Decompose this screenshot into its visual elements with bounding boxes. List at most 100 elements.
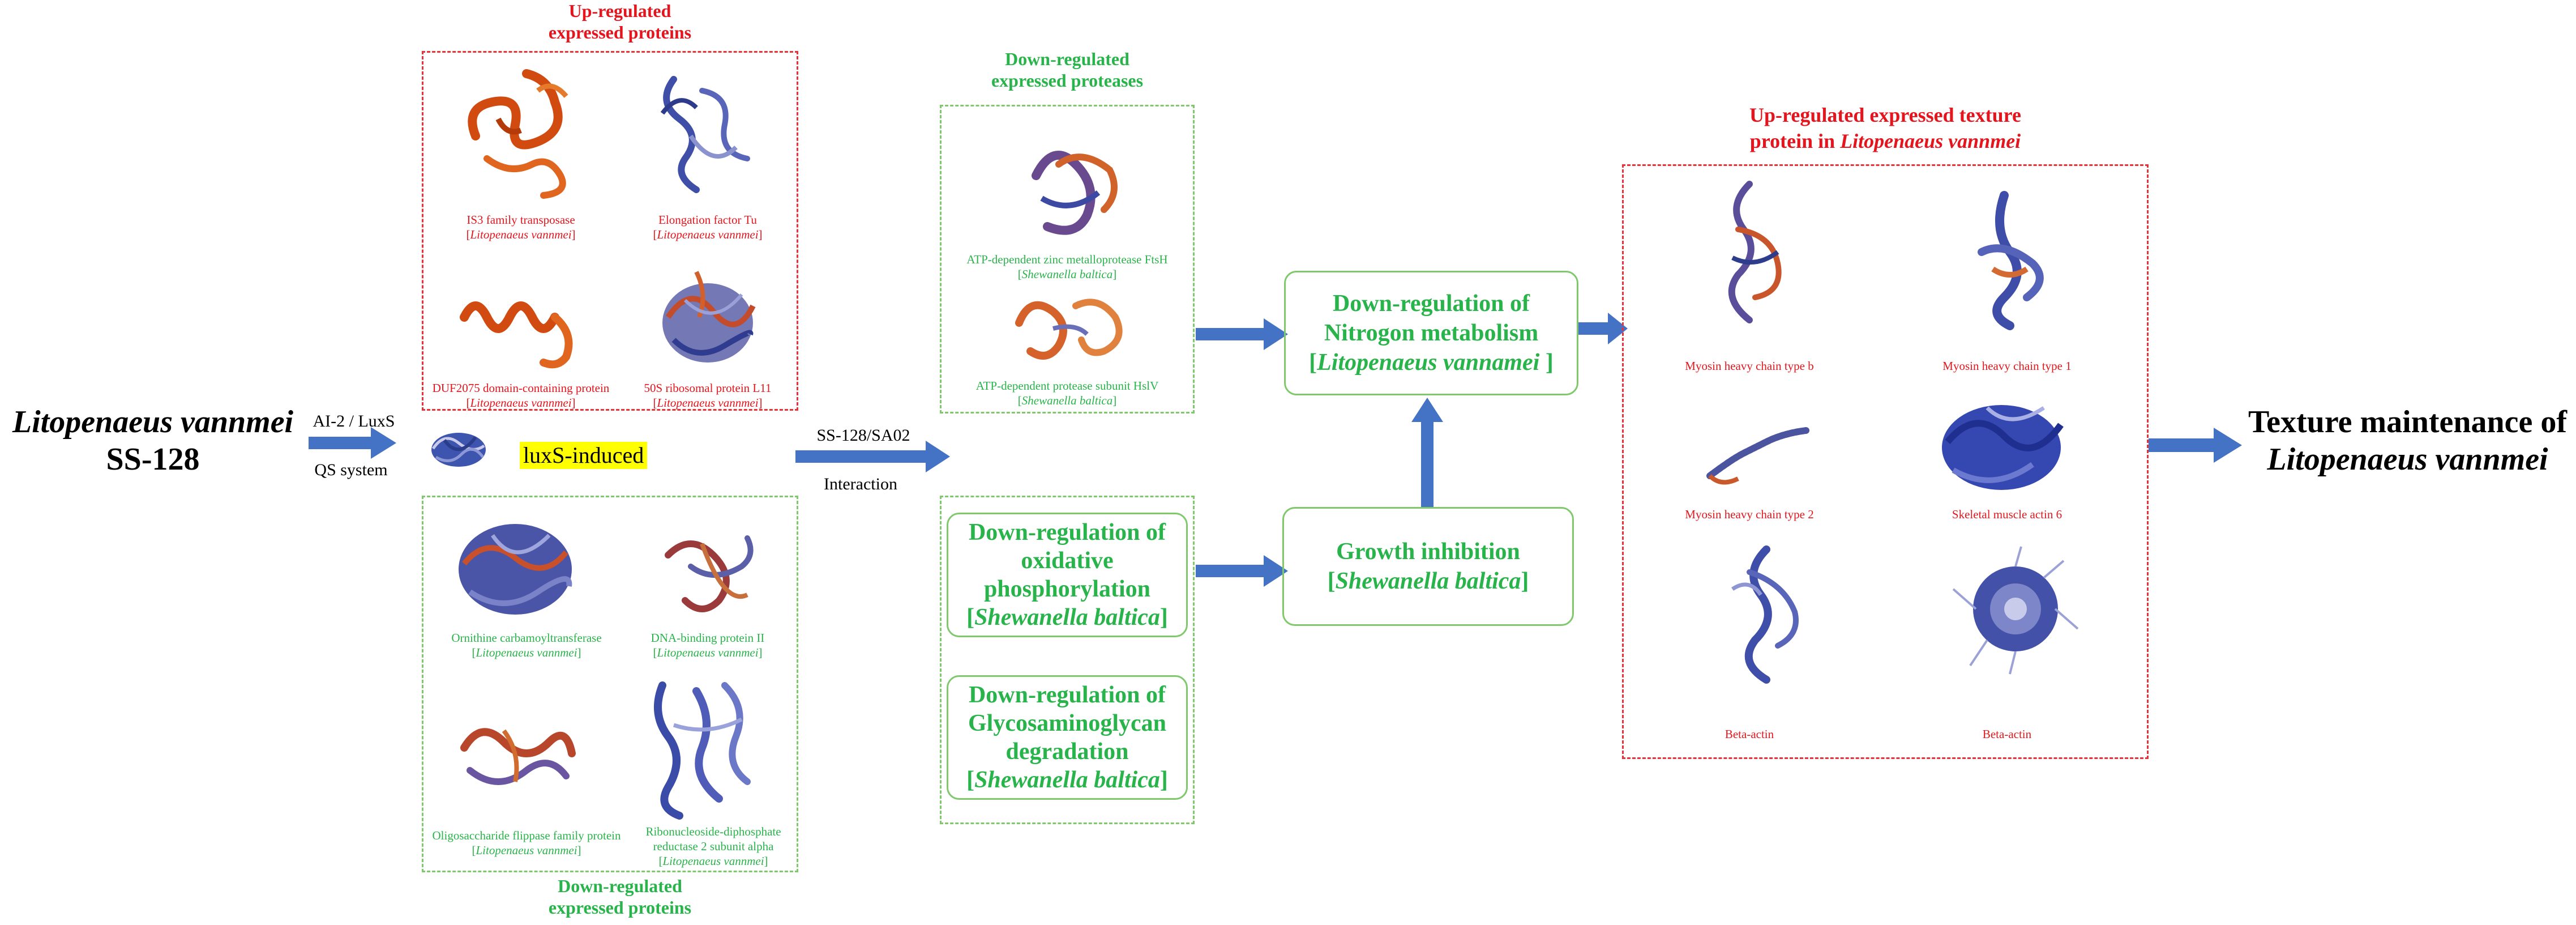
proteases-title-line2: expressed proteases xyxy=(991,70,1144,91)
up-protein-1-name: IS3 family transposase xyxy=(467,213,575,227)
protein-structure-blue-icon xyxy=(660,76,750,193)
down-proteins-title-line2: expressed proteins xyxy=(548,897,692,918)
texture-protein-1-name: Myosin heavy chain type b xyxy=(1685,359,1814,373)
metabolism-box xyxy=(940,496,1195,824)
arrow-texture-to-result xyxy=(2149,428,2242,463)
down-protein-4-organism: Litopenaeus vannmei xyxy=(662,854,764,868)
up-proteins-title: Up-regulated expressed proteins xyxy=(422,0,818,43)
down-protein-4-name-line2: reductase 2 subunit alpha xyxy=(653,839,774,853)
interaction-arrow-bottom-label: Interaction xyxy=(824,475,897,493)
protein-structure-mixed-icon xyxy=(665,535,754,612)
oxphos-organism: Shewanella baltica xyxy=(974,604,1160,630)
gag-line1: Down-regulation of xyxy=(968,682,1166,708)
down-protein-1-caption: Ornithine carbamoyltransferase [Litopena… xyxy=(442,630,611,660)
up-proteins-title-line1: Up-regulated xyxy=(568,1,671,21)
gag-box: Down-regulation of Glycosaminoglycan deg… xyxy=(947,675,1188,800)
down-proteins-title: Down-regulated expressed proteins xyxy=(422,875,818,918)
texture-title-prefix: protein in xyxy=(1749,130,1835,152)
arrow-qs-system xyxy=(309,427,396,459)
oxphos-line2: oxidative xyxy=(1021,548,1114,574)
nitrogen-box: Down-regulation of Nitrogon metabolism [… xyxy=(1284,271,1578,395)
up-protein-2-organism: Litopenaeus vannmei xyxy=(657,228,759,241)
protease-1-caption: ATP-dependent zinc metalloprotease FtsH … xyxy=(951,252,1183,282)
down-protein-2-name: DNA-binding protein II xyxy=(651,631,765,645)
texture-protein-4-name: Skeletal muscle actin 6 xyxy=(1952,508,2062,521)
qs-arrow-top-label: AI-2 / LuxS xyxy=(313,412,395,430)
result-organism: Litopenaeus vannmei xyxy=(2267,442,2548,477)
protein-structure-mixed-icon xyxy=(1032,151,1118,235)
proteases-title: Down-regulated expressed proteases xyxy=(940,48,1195,91)
down-protein-4-name-line1: Ribonucleoside-diphosphate xyxy=(645,825,781,838)
protein-coil-blue-icon xyxy=(1706,427,1809,485)
down-protein-1-name: Ornithine carbamoyltransferase xyxy=(451,631,602,645)
oxphos-line1: Down-regulation of xyxy=(968,519,1166,545)
protease-1-organism: Shewanella baltica xyxy=(1021,267,1113,281)
protein-structure-blue-icon xyxy=(1952,546,2079,675)
gag-organism: Shewanella baltica xyxy=(974,767,1160,793)
growth-organism: Shewanella baltica xyxy=(1335,568,1521,594)
up-protein-4-name: 50S ribosomal protein L11 xyxy=(644,381,772,395)
up-proteins-title-line2: expressed proteins xyxy=(548,22,692,42)
result-line1: Texture maintenance of xyxy=(2248,404,2568,440)
texture-protein-3-name: Myosin heavy chain type 2 xyxy=(1685,508,1814,521)
down-proteins-box xyxy=(422,496,798,872)
protease-2-organism: Shewanella baltica xyxy=(1021,394,1113,407)
proteases-box xyxy=(940,105,1195,414)
protein-structure-blue-icon xyxy=(1942,405,2064,490)
growth-line1: Growth inhibition xyxy=(1336,539,1520,565)
texture-box xyxy=(1622,164,2149,759)
proteases-title-line1: Down-regulated xyxy=(1005,49,1129,69)
source-organism-label: Litopenaeus vannmei SS-128 xyxy=(0,403,306,478)
down-protein-3-caption: Oligosaccharide flippase family protein … xyxy=(430,828,623,858)
up-protein-3-name: DUF2075 domain-containing protein xyxy=(432,381,610,395)
texture-protein-5-name: Beta-actin xyxy=(1725,727,1774,741)
up-protein-3-caption: DUF2075 domain-containing protein [Litop… xyxy=(430,381,611,410)
gag-line2: Glycosaminoglycan xyxy=(968,710,1166,736)
protein-structure-mixed-icon xyxy=(1978,191,2044,330)
arrow-proteases-to-nitrogen xyxy=(1196,318,1288,350)
oxphos-box: Down-regulation of oxidative phosphoryla… xyxy=(947,513,1188,637)
arrow-interaction xyxy=(795,441,950,472)
qs-arrow-bottom-label: QS system xyxy=(314,461,388,479)
protease-2-caption: ATP-dependent protease subunit HslV [She… xyxy=(951,378,1183,408)
interaction-arrow-top-label: SS-128/SA02 xyxy=(816,426,910,445)
protease-1-name: ATP-dependent zinc metalloprotease FtsH xyxy=(966,253,1168,266)
texture-title-organism: Litopenaeus vannmei xyxy=(1840,130,2021,152)
gag-line3: degradation xyxy=(1005,739,1129,765)
protein-structure-blue-icon xyxy=(654,681,751,820)
nitrogen-organism: Litopenaeus vannamei xyxy=(1317,349,1540,376)
up-protein-3-organism: Litopenaeus vannmei xyxy=(470,396,572,410)
up-protein-1-organism: Litopenaeus vannmei xyxy=(470,228,572,241)
result-label: Texture maintenance of Litopenaeus vannm… xyxy=(2239,403,2576,478)
down-protein-4-caption: Ribonucleoside-diphosphate reductase 2 s… xyxy=(623,824,804,868)
protein-structure-mixed-icon xyxy=(459,524,572,615)
down-protein-1-organism: Litopenaeus vannmei xyxy=(476,646,577,659)
texture-protein-2-name: Myosin heavy chain type 1 xyxy=(1942,359,2072,373)
arrow-growth-to-nitrogen xyxy=(1411,398,1443,507)
texture-title: Up-regulated expressed texture protein i… xyxy=(1619,102,2151,154)
protein-structure-mixed-icon xyxy=(460,728,576,785)
up-protein-4-organism: Litopenaeus vannmei xyxy=(657,396,759,410)
luxs-induced-label: luxS-induced xyxy=(520,442,648,469)
protein-structure-orange-icon xyxy=(1015,299,1123,360)
down-protein-2-organism: Litopenaeus vannmei xyxy=(657,646,759,659)
oxphos-line3: phosphorylation xyxy=(983,576,1151,602)
protein-structure-orange-icon xyxy=(468,69,568,199)
arrow-nitrogen-to-texture xyxy=(1577,313,1628,344)
luxs-protein-icon xyxy=(431,433,486,467)
nitrogen-line2: Nitrogon metabolism xyxy=(1324,320,1539,346)
protein-structure-mixed-icon xyxy=(662,271,756,363)
down-protein-3-name: Oligosaccharide flippase family protein xyxy=(432,829,621,842)
protease-2-name: ATP-dependent protease subunit HslV xyxy=(975,379,1159,393)
up-protein-2-name: Elongation factor Tu xyxy=(658,213,757,227)
arrow-oxphos-to-growth xyxy=(1196,555,1288,587)
source-strain: SS-128 xyxy=(106,442,200,477)
source-organism-name: Litopenaeus vannmei xyxy=(12,404,294,440)
down-protein-2-caption: DNA-binding protein II [Litopenaeus vann… xyxy=(628,630,787,660)
up-proteins-box xyxy=(422,51,798,411)
protein-structure-mixed-icon xyxy=(1728,181,1782,323)
protein-helix-orange-icon xyxy=(460,301,573,369)
growth-box: Growth inhibition [Shewanella baltica] xyxy=(1282,507,1574,626)
up-protein-1-caption: IS3 family transposase [Litopenaeus vann… xyxy=(442,212,600,242)
